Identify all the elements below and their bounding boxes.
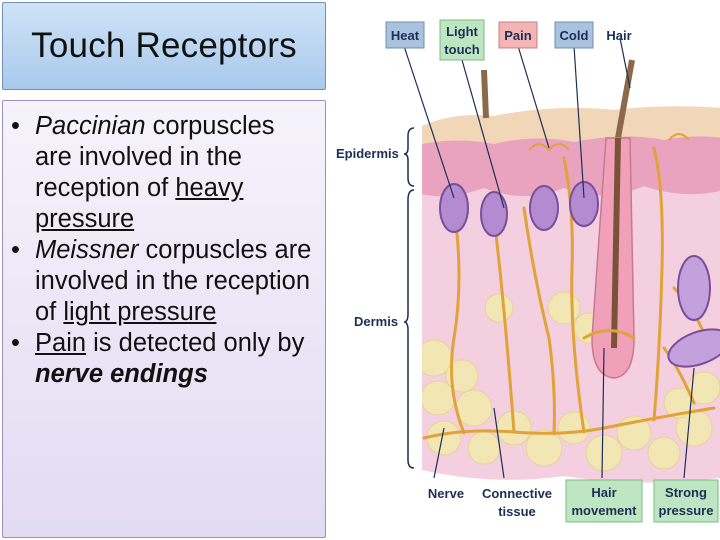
cold-tag-box — [554, 21, 594, 49]
tag-hair-movement: Hair movement — [565, 479, 643, 523]
tag-cold: Cold — [554, 21, 594, 49]
tag-heat: Heat — [385, 21, 425, 49]
strong-pressure-tag-box — [653, 479, 719, 523]
connective-tissue-label-2: tissue — [498, 504, 536, 519]
heat-label: Heat — [391, 28, 420, 43]
paccinian-corpuscles — [667, 255, 720, 368]
dermis-label: Dermis — [354, 314, 398, 329]
pain-term: Pain — [35, 329, 87, 357]
hair-movement-label-2: movement — [571, 503, 637, 518]
strong-pressure-label-2: pressure — [659, 503, 714, 518]
tag-pain: Pain — [498, 21, 538, 49]
pain-tag-box — [498, 21, 538, 49]
layer-brackets — [403, 127, 415, 469]
title-box: Touch Receptors — [2, 2, 326, 90]
nerve-endings-term: nerve endings — [35, 360, 208, 388]
bullet-dot: • — [11, 236, 20, 264]
bullet-panel: • Paccinian corpuscles are involved in th… — [2, 100, 326, 538]
bullet-paccinian: • Paccinian corpuscles are involved in th… — [9, 111, 315, 235]
hair-movement-label-1: Hair — [591, 485, 616, 500]
pain-label: Pain — [504, 28, 532, 43]
light-pressure-term: light pressure — [63, 298, 217, 326]
bullet-dot: • — [11, 329, 20, 357]
bullet-pain: • Pain is detected only by nerve endings — [9, 328, 315, 390]
meissner-corpuscles — [439, 181, 599, 237]
paccinian-text: corpuscles are involved in the reception… — [35, 112, 275, 202]
pain-nerve-endings — [528, 133, 690, 152]
bullet-list: • Paccinian corpuscles are involved in th… — [3, 101, 325, 390]
connective-tissue-label-1: Connective — [482, 486, 552, 501]
skin-receptor-diagram: Heat Light touch Pain Cold Hair Epidermi… — [336, 19, 720, 523]
bullet-meissner: • Meissner corpuscles are involved in the… — [9, 235, 315, 328]
light-touch-label-1: Light — [446, 24, 478, 39]
pain-text: is detected only by — [86, 329, 305, 357]
hair-shaft-short — [481, 69, 489, 119]
epidermis-layer — [422, 136, 720, 197]
slide-title: Touch Receptors — [31, 26, 297, 65]
tag-strong-pressure: Strong pressure — [653, 479, 719, 523]
hair-root — [611, 137, 621, 349]
hair-label: Hair — [606, 28, 631, 43]
cold-label: Cold — [560, 28, 589, 43]
hair-shafts — [481, 59, 635, 379]
strong-pressure-label-1: Strong — [665, 485, 707, 500]
meissner-term: Meissner — [35, 236, 139, 264]
heavy-pressure-term: heavy pressure — [35, 174, 244, 233]
paccinian-term: Paccinian — [35, 112, 146, 140]
label-leader-lines — [403, 37, 695, 479]
nerve-label: Nerve — [428, 486, 464, 501]
bullet-dot: • — [11, 112, 20, 140]
heat-tag-box — [385, 21, 425, 49]
nerve-fibers — [422, 146, 716, 440]
tag-light-touch: Light touch — [439, 19, 485, 61]
light-touch-tag-box — [439, 19, 485, 61]
meissner-text: corpuscles are involved in the reception… — [35, 236, 312, 326]
hair-movement-tag-box — [565, 479, 643, 523]
epidermis-label: Epidermis — [336, 146, 399, 161]
light-touch-label-2: touch — [444, 42, 479, 57]
hair-shaft-long — [615, 59, 635, 139]
